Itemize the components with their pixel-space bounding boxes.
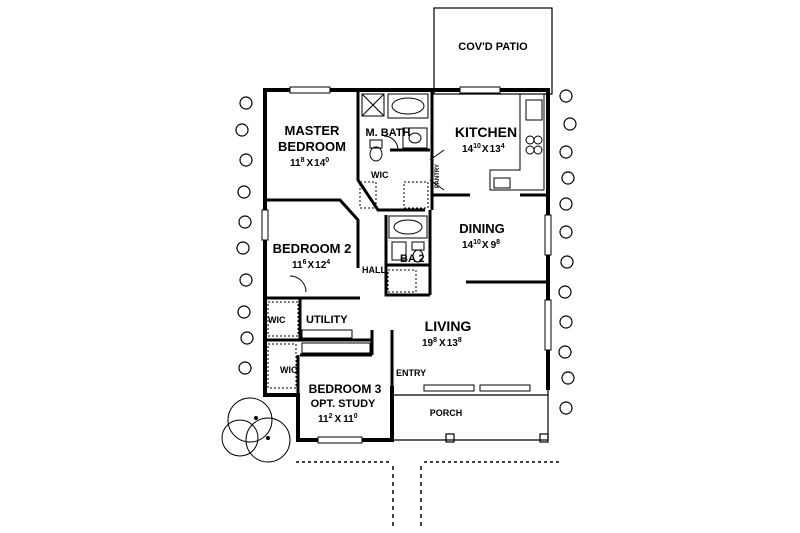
label-living: LIVING [425, 318, 472, 334]
label-patio: COV'D PATIO [458, 41, 528, 53]
shrubs-right [558, 89, 577, 415]
dim-kitchen: 1410X134 [462, 143, 505, 155]
label-hall: HALL [362, 265, 386, 275]
label-pantry: PANTRY [435, 164, 441, 188]
walkway [392, 466, 422, 530]
label-dining: DINING [459, 221, 505, 236]
porch-outline [392, 388, 549, 443]
door-swings [289, 135, 445, 293]
windows [261, 86, 552, 444]
label-mbath: M. BATH [365, 127, 410, 139]
label-porch: PORCH [430, 408, 463, 418]
label-master-2: BEDROOM [278, 139, 346, 154]
label-bedroom2: BEDROOM 2 [273, 241, 352, 256]
label-wic-b3: WIC [280, 365, 298, 375]
closet-shelves [267, 181, 429, 389]
label-kitchen: KITCHEN [455, 124, 517, 140]
label-utility: UTILITY [306, 314, 348, 326]
interior-walls [265, 90, 548, 440]
label-wic-master: WIC [371, 170, 389, 180]
label-ba2: BA 2 [400, 253, 425, 265]
label-bedroom3-1: BEDROOM 3 [309, 382, 382, 396]
trees [221, 397, 291, 463]
label-master-1: MASTER [285, 123, 341, 138]
shrubs-left [235, 96, 254, 375]
label-wic-b2: WIC [268, 315, 286, 325]
dim-bedroom2: 116X124 [292, 259, 330, 271]
kitchen-counters [489, 93, 545, 191]
bath-fixtures [361, 93, 429, 263]
patio-outline [433, 7, 553, 95]
label-entry: ENTRY [396, 368, 426, 378]
label-bedroom3-2: OPT. STUDY [311, 398, 376, 410]
